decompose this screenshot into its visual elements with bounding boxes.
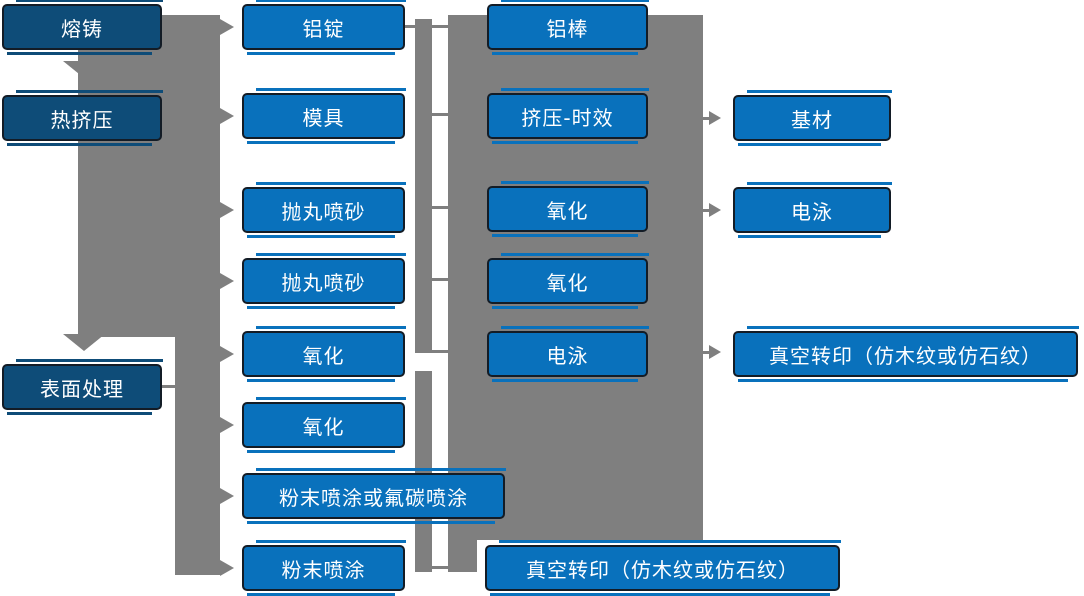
arrowhead-to-shot-blasting-1 [220, 202, 234, 218]
down-arrowhead-to-surface-treatment [63, 334, 105, 351]
arrow-line-to-electrophoresis [703, 209, 711, 212]
node-label: 表面处理 [40, 376, 124, 401]
node-extrusion-aging: 挤压-时效 [487, 88, 649, 144]
arrowhead-to-powder-coating [220, 560, 234, 576]
node-oxidation-c3-1: 氧化 [487, 181, 649, 237]
node-powder-coating: 粉末喷涂 [242, 540, 406, 596]
node-label: 挤压-时效 [521, 105, 614, 130]
node-vacuum-transfer-right: 真空转印（仿木纹或仿石纹） [733, 326, 1079, 382]
node-vacuum-transfer-bottom: 真空转印（仿木纹或仿石纹） [485, 540, 841, 596]
node-label: 抛丸喷砂 [281, 270, 366, 295]
arrowhead-to-mold [220, 108, 234, 124]
connector-bar-to-block-row3 [432, 206, 448, 209]
arrowhead-to-electrophoresis [709, 203, 721, 217]
gray-bar-middle-lower [415, 371, 432, 572]
node-label: 电泳 [791, 199, 833, 224]
node-aluminum-ingot: 铝锭 [242, 0, 406, 55]
node-powder-or-fluorocarbon-coating: 粉末喷涂或氟碳喷涂 [242, 468, 506, 524]
node-label: 粉末喷涂 [281, 557, 366, 582]
node-aluminum-rod: 铝棒 [487, 0, 649, 55]
node-label: 氧化 [302, 343, 345, 368]
node-label: 真空转印（仿木纹或仿石纹） [769, 343, 1042, 368]
node-label: 氧化 [546, 270, 589, 295]
arrowhead-to-vacuum-transfer [709, 345, 721, 359]
node-melting-casting: 熔铸 [2, 0, 163, 55]
node-oxidation-c2-1: 氧化 [242, 326, 406, 382]
connector-bar-to-block-row2 [432, 113, 448, 116]
node-label: 真空转印（仿木纹或仿石纹） [526, 557, 799, 582]
node-label: 电泳 [546, 343, 589, 368]
connector-bar-to-leg [432, 566, 448, 569]
node-oxidation-c2-2: 氧化 [242, 397, 406, 453]
gray-bar-middle-upper [415, 19, 432, 353]
gray-block-leg [448, 535, 477, 572]
node-label: 热挤压 [50, 107, 114, 132]
node-label: 抛丸喷砂 [281, 199, 366, 224]
arrow-line-to-substrate [703, 117, 711, 120]
node-hot-extrusion: 热挤压 [2, 90, 163, 146]
node-label: 氧化 [546, 198, 589, 223]
connector-bar-to-block-row5 [432, 350, 448, 353]
arrowhead-to-powder-or-fluorocarbon [220, 488, 234, 504]
node-substrate: 基材 [733, 90, 892, 146]
arrowhead-to-substrate [709, 111, 721, 125]
arrowhead-to-oxidation-2 [220, 417, 234, 433]
connector-bar-to-block-row4 [432, 278, 448, 281]
node-label: 模具 [302, 105, 345, 130]
node-shot-blasting-1: 抛丸喷砂 [242, 182, 406, 238]
connector-bar-to-block-row1 [432, 25, 448, 28]
node-label: 基材 [791, 107, 833, 132]
arrowhead-to-oxidation-1 [220, 346, 234, 362]
node-surface-treatment: 表面处理 [2, 359, 163, 415]
gray-band-left-lower [175, 337, 220, 575]
node-mold: 模具 [242, 88, 406, 144]
node-label: 氧化 [302, 414, 345, 439]
node-label: 熔铸 [61, 16, 103, 41]
connector-surface-treatment-to-band [162, 385, 175, 388]
node-label: 粉末喷涂或氟碳喷涂 [279, 485, 468, 510]
node-electrophoresis-c3: 电泳 [487, 326, 649, 382]
node-label: 铝棒 [546, 16, 589, 41]
arrow-line-to-vacuum-transfer [703, 351, 711, 354]
node-label: 铝锭 [302, 16, 345, 41]
down-arrowhead-to-hot-extrusion [63, 61, 105, 78]
arrowhead-to-shot-blasting-2 [220, 273, 234, 289]
connector-ingot-to-bar [405, 25, 415, 28]
arrowhead-to-aluminum-ingot [220, 19, 234, 35]
node-oxidation-c3-2: 氧化 [487, 253, 649, 309]
node-shot-blasting-2: 抛丸喷砂 [242, 253, 406, 309]
node-electrophoresis-c4: 电泳 [733, 182, 892, 238]
